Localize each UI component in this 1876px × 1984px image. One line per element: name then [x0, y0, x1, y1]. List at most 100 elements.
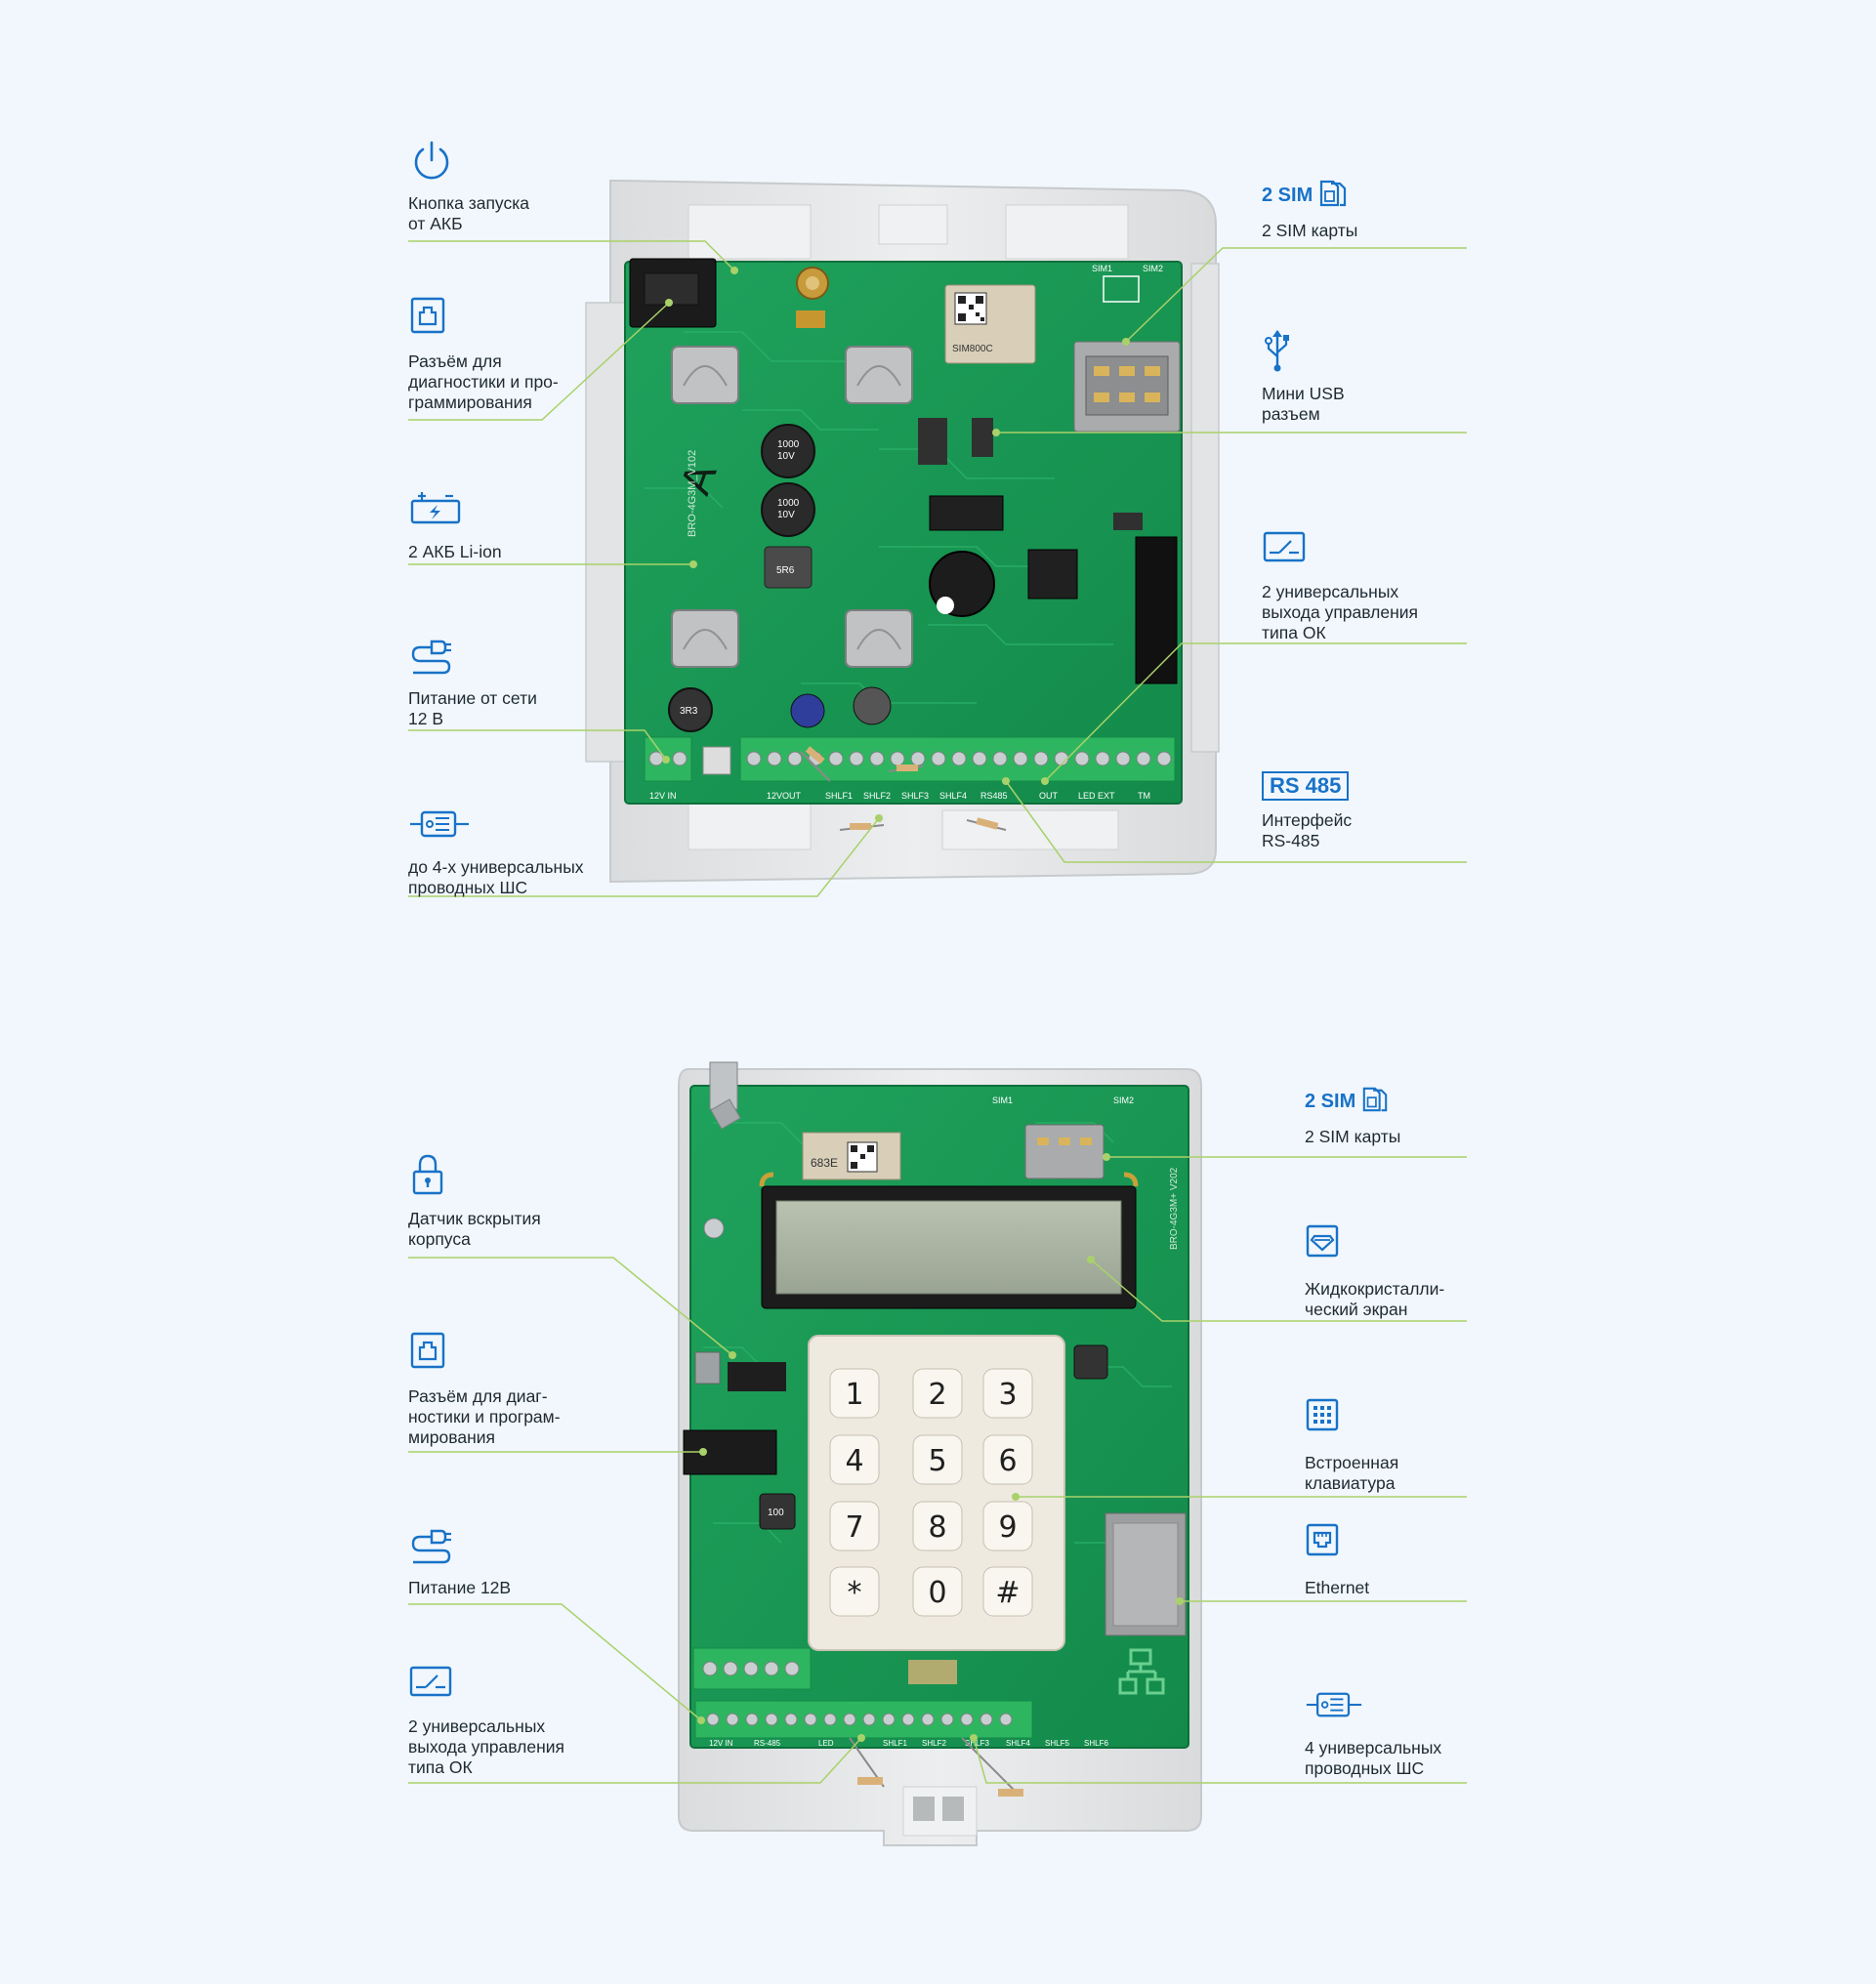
key-label: 4	[845, 1444, 863, 1478]
capacitor-label: 10V	[777, 510, 795, 520]
feature-mini-usb: Мини USB разъем	[1262, 327, 1345, 425]
chips	[918, 418, 1178, 684]
top-sim2-mark: SIM2	[1143, 264, 1163, 273]
lcd-clip	[759, 1172, 774, 1187]
feature-label: Мини USB разъем	[1262, 384, 1345, 424]
feature-outputs: 2 универсальных выхода управления типа О…	[1262, 525, 1418, 643]
feature-zone-loops: до 4-х универсальных проводных ШС	[408, 801, 584, 898]
capacitor-label: 1000	[777, 498, 800, 509]
top-housing-right-rail	[1190, 263, 1220, 753]
lcd-clip	[1123, 1172, 1139, 1187]
tantalum-capacitor	[796, 310, 825, 328]
sim-header: 2 SIM	[1305, 1084, 1400, 1119]
feature-bottom-diagnostic-port: Разъём для диаг- ностики и програм- миро…	[408, 1330, 561, 1448]
zone-loop-icon	[1305, 1681, 1362, 1728]
terminal-label: SHLF1	[883, 1739, 907, 1748]
lock-icon	[408, 1152, 455, 1199]
diagnostic-port-icon	[408, 295, 455, 342]
leader-line-sim	[1125, 247, 1467, 343]
top-leader-lines	[408, 240, 1467, 897]
bottom-sim2-mark: SIM2	[1113, 1095, 1134, 1105]
power-icon	[408, 137, 455, 184]
diagnostic-port-icon	[408, 1330, 455, 1377]
power-plug-icon	[408, 1521, 455, 1568]
leader-line-power-input	[408, 729, 667, 761]
terminal-label: OUT	[1039, 791, 1059, 801]
terminal-label: LED	[818, 1739, 834, 1748]
ethernet-icon	[1305, 1521, 1352, 1568]
bottom-sim-holder	[1024, 1124, 1105, 1179]
terminal-label: RS-485	[754, 1739, 781, 1748]
mini-usb-connector	[694, 1351, 721, 1385]
feature-label: Датчик вскрытия корпуса	[408, 1209, 541, 1249]
leader-line-diagnostic	[408, 302, 670, 421]
feature-label: Интерфейс RS-485	[1262, 810, 1353, 850]
tamper-sensor	[703, 1218, 725, 1239]
key-label: 5	[928, 1444, 946, 1478]
top-leader-dots	[662, 267, 1130, 822]
terminal-labels: 12V IN 12VOUT SHLF1 SHLF2 SHLF3 SHLF4 RS…	[649, 791, 1150, 801]
leader-line-zones	[408, 817, 880, 897]
terminal-label: 12V IN	[709, 1739, 733, 1748]
sim-cards-icon	[1361, 1086, 1389, 1118]
feature-sim-cards: 2 SIM 2 SIM карты	[1262, 178, 1357, 241]
feature-power-12v: Питание 12В	[408, 1521, 511, 1598]
terminal-label: 12VOUT	[767, 791, 802, 801]
bottom-terminal-screws	[702, 1661, 1013, 1726]
leader-line-lcd	[1090, 1259, 1467, 1322]
capacitor-label: 1000	[777, 439, 800, 450]
bottom-module-label: 683E	[811, 1156, 838, 1170]
electrolytic-capacitors: 1000 10V 1000 10V 5R6 3R3	[668, 424, 892, 732]
capacitor-label: 10V	[777, 451, 795, 462]
bottom-antenna-connector	[709, 1061, 738, 1110]
bottom-resistors	[849, 1660, 1023, 1797]
feature-bottom-zone-loops: 4 универсальных проводных ШС	[1305, 1681, 1441, 1779]
bottom-leader-dots	[697, 1153, 1184, 1742]
usb-icon	[1262, 327, 1309, 374]
key-label: 3	[998, 1378, 1017, 1412]
feature-ethernet: Ethernet	[1305, 1521, 1369, 1598]
bottom-sim1-mark: SIM1	[992, 1095, 1013, 1105]
bottom-antenna-elbow	[710, 1098, 741, 1130]
terminal-label: SHLF6	[1084, 1739, 1108, 1748]
battery-holders	[671, 346, 913, 668]
rs485-badge: RS 485	[1262, 771, 1350, 801]
bottom-sim-contacts	[1037, 1137, 1092, 1145]
battery-icon	[408, 485, 461, 532]
terminal-label: LED EXT	[1078, 791, 1115, 801]
key-label: 8	[928, 1510, 946, 1545]
leader-line-bottom-outputs	[408, 1737, 862, 1784]
keypad-keys	[829, 1368, 1033, 1617]
board-marking: BRO-4G3M_V102	[687, 450, 698, 537]
leader-line-bottom-zones	[973, 1737, 1467, 1784]
key-label: 6	[998, 1444, 1017, 1478]
feature-label: Разъём для диаг- ностики и програм- миро…	[408, 1386, 561, 1447]
bottom-housing-clip	[913, 1797, 935, 1821]
feature-batteries: 2 АКБ Li-ion	[408, 485, 502, 562]
feature-power-button: Кнопка запуска от АКБ	[408, 137, 529, 234]
sim-contacts-area	[1085, 355, 1169, 416]
gsm-module-label: SIM800C	[952, 344, 993, 354]
leader-line-outputs	[1044, 642, 1467, 782]
sim-count-title: 2 SIM	[1305, 1090, 1356, 1112]
top-pcb	[624, 261, 1183, 805]
key-label: 1	[845, 1378, 863, 1412]
key-label: 9	[998, 1510, 1017, 1545]
terminal-label: SHLF1	[825, 791, 853, 801]
terminal-label: SHLF4	[939, 791, 967, 801]
feature-lcd: Жидкокристалли- ческий экран	[1305, 1222, 1444, 1320]
switch-output-icon	[1262, 525, 1309, 572]
feature-label: Разъём для диагностики и про- граммирова…	[408, 351, 559, 412]
rj-socket	[644, 272, 699, 306]
network-silkscreen-icon	[1118, 1648, 1165, 1695]
feature-label: 4 универсальных проводных ШС	[1305, 1738, 1442, 1778]
top-housing-slot	[688, 800, 812, 850]
end-of-line-resistors	[800, 746, 1007, 831]
feature-label: 2 универсальных выхода управления типа О…	[1262, 582, 1419, 642]
top-housing-slot	[941, 809, 1119, 850]
sim-cards-icon	[1318, 179, 1348, 213]
feature-label: 2 АКБ Li-ion	[408, 542, 502, 561]
power-plug-icon	[408, 632, 455, 679]
leader-line-tamper	[408, 1257, 733, 1356]
feature-bottom-outputs: 2 универсальных выхода управления типа О…	[408, 1660, 564, 1778]
